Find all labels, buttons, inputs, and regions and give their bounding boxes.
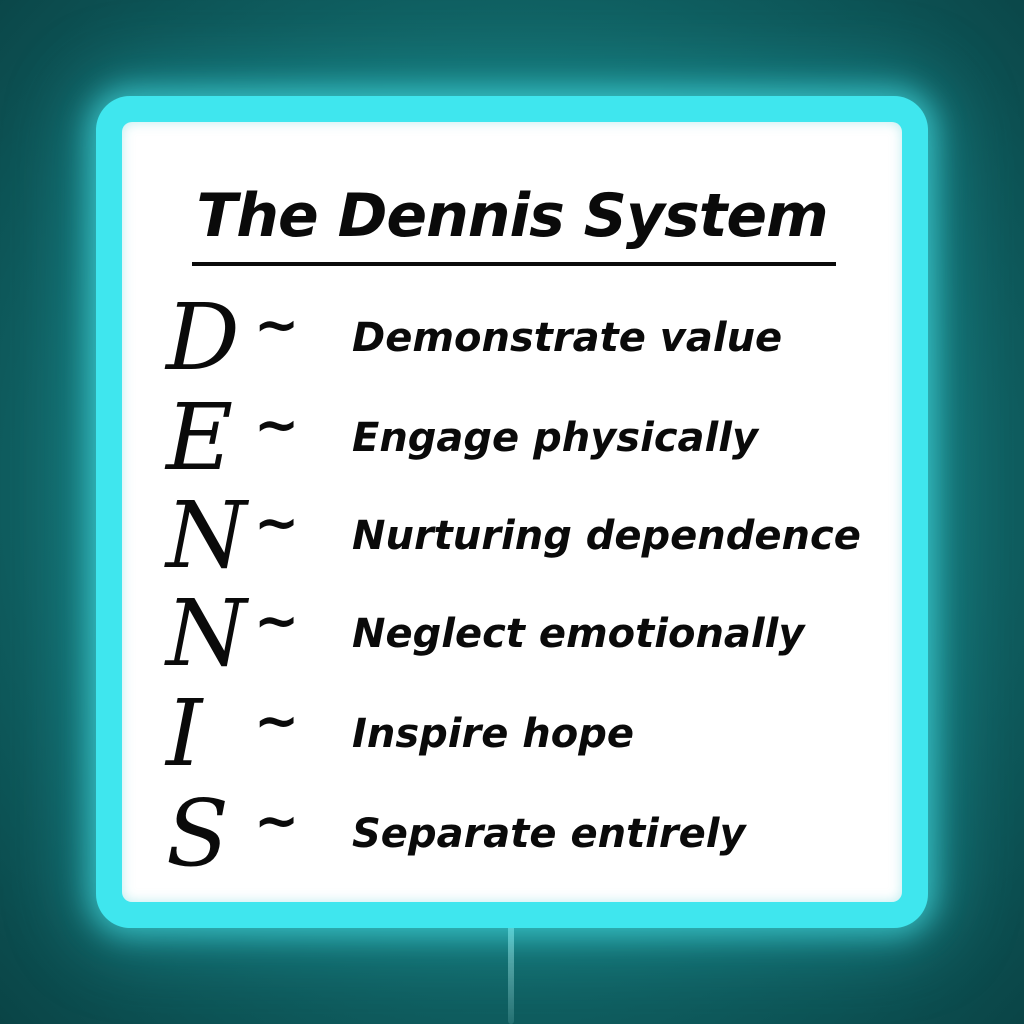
acronym-row-s: S ~ Separate entirely	[166, 780, 866, 887]
acronym-row-n1: N ~ Nurturing dependence	[166, 482, 866, 589]
tilde-separator: ~	[254, 689, 300, 752]
acronym-row-n2: N ~ Neglect emotionally	[166, 580, 866, 687]
power-cable	[508, 920, 514, 1024]
acronym-row-e: E ~ Engage physically	[166, 384, 866, 491]
acronym-phrase: Nurturing dependence	[352, 513, 861, 559]
acronym-letter: N	[166, 580, 247, 687]
acronym-phrase: Inspire hope	[352, 711, 635, 757]
acronym-letter: S	[166, 780, 230, 887]
acronym-phrase: Demonstrate value	[352, 315, 783, 361]
tilde-separator: ~	[254, 789, 300, 852]
tilde-separator: ~	[254, 589, 300, 652]
title-underline	[192, 262, 836, 266]
acronym-phrase: Engage physically	[352, 415, 759, 461]
acronym-row-i: I ~ Inspire hope	[166, 680, 866, 787]
acronym-letter: N	[166, 482, 247, 589]
sign-panel: The Dennis System D ~ Demonstrate value …	[122, 122, 902, 902]
tilde-separator: ~	[254, 393, 300, 456]
neon-sign-frame: The Dennis System D ~ Demonstrate value …	[96, 96, 928, 928]
acronym-phrase: Neglect emotionally	[352, 611, 805, 657]
tilde-separator: ~	[254, 293, 300, 356]
acronym-letter: D	[166, 284, 240, 391]
sign-title: The Dennis System	[196, 181, 828, 251]
acronym-letter: E	[166, 384, 234, 491]
acronym-phrase: Separate entirely	[352, 811, 746, 857]
tilde-separator: ~	[254, 491, 300, 554]
acronym-row-d: D ~ Demonstrate value	[166, 284, 866, 391]
acronym-letter: I	[166, 680, 203, 787]
